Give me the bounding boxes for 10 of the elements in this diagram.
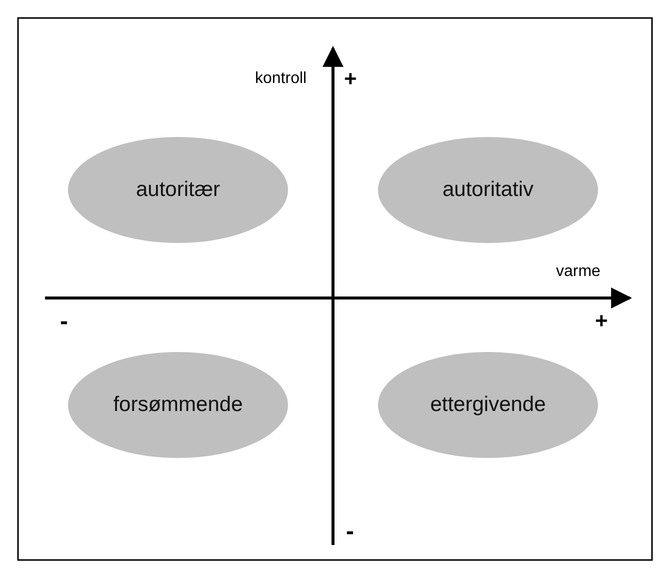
sign-label: + — [344, 66, 357, 92]
category-ellipse: forsømmende — [68, 352, 288, 458]
sign-label: + — [595, 308, 608, 334]
category-ellipse: ettergivende — [378, 352, 598, 458]
sign-label: - — [346, 518, 354, 546]
category-ellipse: autoritativ — [378, 137, 598, 243]
category-ellipse: autoritær — [68, 137, 288, 243]
axis-label: varme — [556, 263, 600, 281]
axis-label: kontroll — [255, 70, 307, 88]
sign-label: - — [60, 308, 68, 336]
